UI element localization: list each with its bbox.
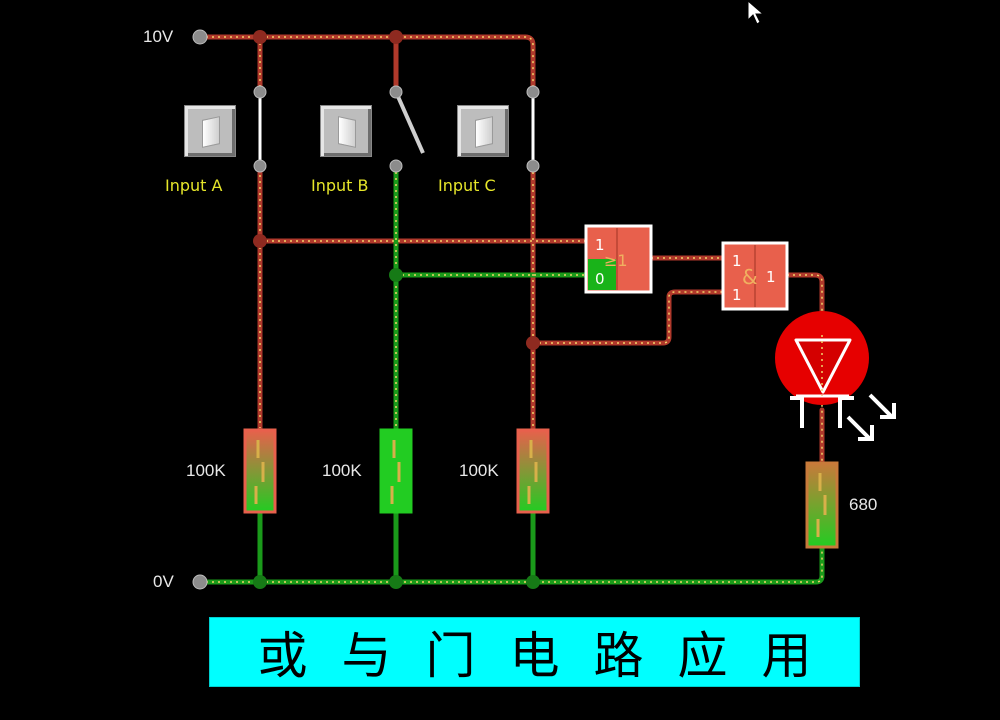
input-b-switch[interactable] (320, 105, 372, 157)
input-b-label: Input B (311, 176, 369, 195)
page-title: 或与门电路应用 (257, 627, 846, 685)
switch-lever-icon (338, 116, 356, 148)
input-b-open-contact (394, 91, 425, 154)
input-a-switch[interactable] (184, 105, 236, 157)
light-arrows-icon (846, 393, 896, 441)
input-c-label: Input C (438, 176, 496, 195)
or-gate: 1 0 ≥1 (584, 224, 653, 294)
resistor-a-label: 100K (186, 461, 226, 480)
or-gate-in2: 0 (595, 270, 605, 288)
resistor-c (516, 428, 550, 514)
and-to-led (784, 272, 825, 338)
and-gate-symbol: & (742, 265, 758, 289)
resistor-b (379, 428, 413, 514)
resistor-c-label: 100K (459, 461, 499, 480)
switch-contacts (258, 91, 535, 166)
or-gate-in1: 1 (595, 236, 605, 254)
led (775, 311, 869, 428)
and-gate-in2: 1 (732, 286, 742, 304)
terminals (192, 29, 540, 590)
input-c-switch[interactable] (457, 105, 509, 157)
top-rail (197, 34, 536, 95)
input-a-label: Input A (165, 176, 223, 195)
junctions (253, 30, 540, 589)
or-gate-symbol: ≥1 (604, 251, 628, 270)
resistor-a (243, 428, 277, 514)
supply-low-label: 0V (153, 572, 174, 591)
title-banner: 或与门电路应用 (209, 617, 860, 687)
mouse-cursor-icon (747, 0, 765, 25)
supply-high-label: 10V (143, 27, 174, 46)
bottom-rail (197, 545, 825, 585)
and-gate: 1 1 & 1 (721, 241, 789, 311)
resistor-b-label: 100K (322, 461, 362, 480)
low-wires (197, 163, 825, 585)
and-gate-out: 1 (766, 268, 776, 286)
wire-c-to-and (530, 289, 726, 346)
resistor-led-label: 680 (849, 495, 878, 514)
switch-lever-icon (202, 116, 220, 148)
and-gate-in1: 1 (732, 252, 742, 270)
switch-lever-icon (475, 116, 493, 148)
resistor-led (805, 461, 839, 549)
